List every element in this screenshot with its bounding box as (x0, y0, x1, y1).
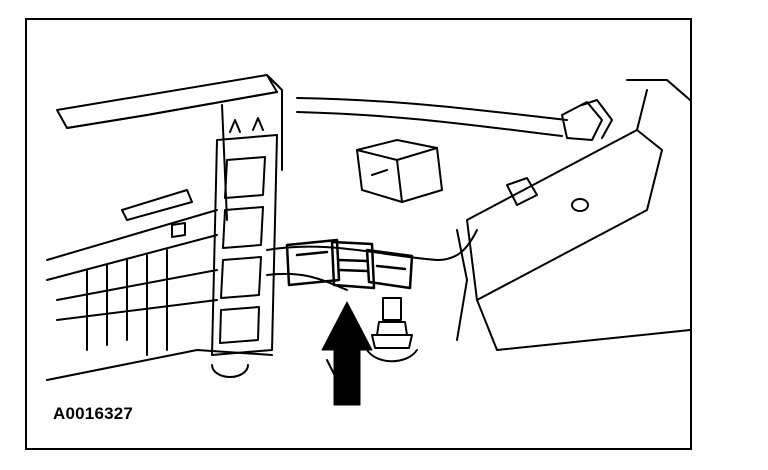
top-cable (296, 97, 613, 141)
connector-location-illustration (46, 74, 690, 406)
figure-id-label: A0016327 (53, 404, 134, 423)
slotted-bracket (211, 117, 278, 356)
electrical-connector (285, 238, 414, 290)
relay-box (356, 139, 443, 203)
right-arm (456, 79, 690, 351)
lower-rails (46, 189, 273, 381)
pointer-arrow (321, 301, 373, 406)
upper-panel (56, 74, 283, 221)
figure-frame: A0016327 (25, 18, 692, 450)
